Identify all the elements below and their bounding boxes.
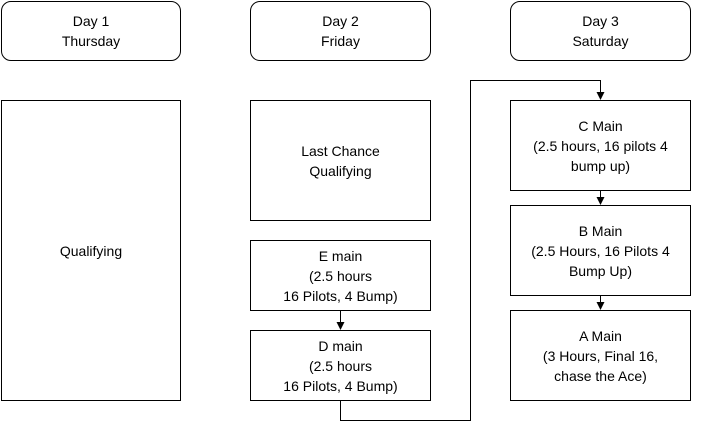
day-3-label: Day 3 Saturday	[572, 13, 629, 49]
day-2-header: Day 2 Friday	[250, 1, 431, 61]
b-main-box: B Main (2.5 Hours, 16 Pilots 4 Bump Up)	[510, 205, 691, 296]
last-chance-qualifying-box: Last Chance Qualifying	[250, 100, 431, 221]
arrow-d-to-c	[340, 80, 605, 421]
b-main-label: B Main (2.5 Hours, 16 Pilots 4 Bump Up)	[531, 222, 670, 279]
d-main-box: D main (2.5 hours 16 Pilots, 4 Bump)	[250, 330, 431, 401]
day-3-header: Day 3 Saturday	[510, 1, 691, 61]
day-1-header: Day 1 Thursday	[1, 1, 181, 61]
d-main-label: D main (2.5 hours 16 Pilots, 4 Bump)	[283, 337, 398, 394]
qualifying-label: Qualifying	[59, 242, 123, 259]
qualifying-box: Qualifying	[1, 100, 181, 401]
c-main-box: C Main (2.5 hours, 16 pilots 4 bump up)	[510, 100, 691, 191]
last-chance-qualifying-label: Last Chance Qualifying	[301, 142, 380, 179]
a-main-label: A Main (3 Hours, Final 16, chase the Ace…	[542, 327, 659, 384]
e-main-label: E main (2.5 hours 16 Pilots, 4 Bump)	[283, 247, 398, 304]
a-main-box: A Main (3 Hours, Final 16, chase the Ace…	[510, 310, 691, 401]
day-2-label: Day 2 Friday	[321, 13, 360, 49]
day-1-label: Day 1 Thursday	[61, 13, 121, 49]
e-main-box: E main (2.5 hours 16 Pilots, 4 Bump)	[250, 240, 431, 311]
c-main-label: C Main (2.5 hours, 16 pilots 4 bump up)	[533, 117, 668, 174]
